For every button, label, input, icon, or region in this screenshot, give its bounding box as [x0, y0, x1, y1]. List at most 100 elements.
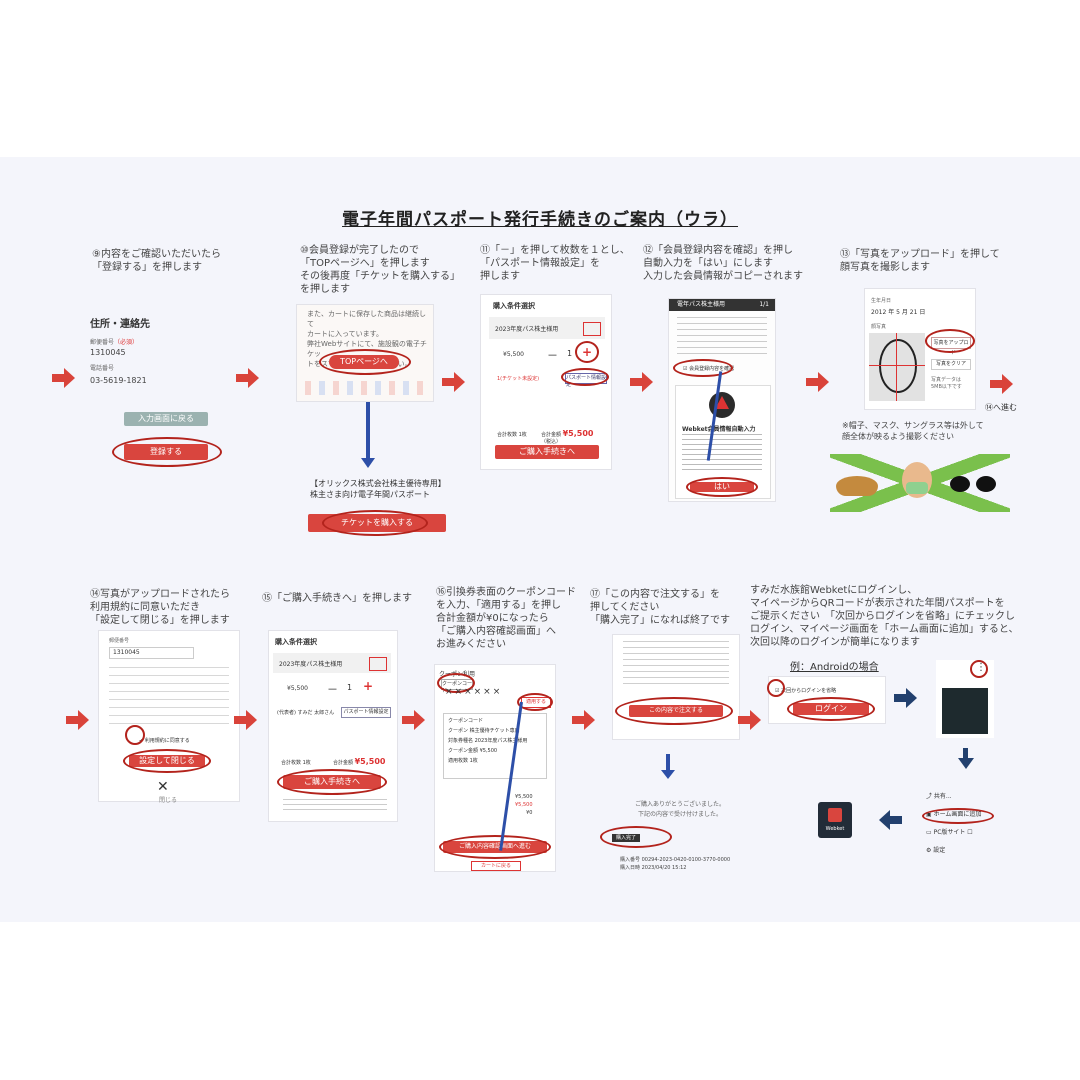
plus-button[interactable]: + [363, 679, 374, 693]
total-count-label: 合計枚数 [281, 760, 302, 766]
total-count: 1枚 [302, 760, 311, 766]
total-amount: ¥5,500 [354, 757, 386, 766]
step-9-text: ⑨内容をご確認いただいたら 「登録する」を押します [92, 249, 221, 273]
panel-15-purchase: 購入条件選択 2023年度パス株主様用 ¥5,500 － 1 + (代表者) す… [268, 630, 398, 822]
close-icon[interactable]: ✕ [157, 779, 169, 795]
page-thumbnail [942, 688, 988, 734]
face-guide [869, 333, 925, 401]
hat-icon [836, 476, 878, 496]
apply-count: 1枚 [469, 758, 478, 764]
panel-13-photo-upload: 生年月日 2012 年 5 月 21 日 顔写真 写真をアップロード 写真をクリ… [864, 288, 976, 410]
flow-line [963, 748, 968, 760]
panel-14-consent: 郵便番号 1310045 ✔ 利用規約に同意する 設定して閉じる ✕ 閉じる [98, 630, 240, 804]
back-to-input-button[interactable]: 入力画面に戻る [124, 412, 208, 426]
consent-checkbox[interactable]: ✔ 利用規約に同意する [139, 738, 190, 744]
address-section-title: 住所・連絡先 [90, 319, 150, 330]
highlight-circle [600, 826, 672, 848]
detail-tag [369, 657, 387, 671]
step-10-text: ⑩会員登録が完了したので 「TOPページへ」を押します その後再度「チケットを購… [300, 245, 460, 295]
birth-year[interactable]: 2012 [871, 309, 887, 316]
highlight-circle [970, 660, 988, 678]
android-example-label: 例：Androidの場合 [790, 662, 879, 673]
highlight-circle [319, 349, 411, 375]
coupon-amount-label: クーポン金額 [448, 748, 479, 754]
order-date-label: 購入日時 [620, 865, 641, 871]
total-count-label: 合計枚数 [497, 432, 518, 438]
next-arrow-icon [52, 368, 76, 388]
note-lines [283, 799, 387, 813]
back-to-cart-button[interactable]: カートに戻る [471, 861, 521, 871]
browser-menu: ⤴ 共有... ▣ ホーム画面に追加 ▭ PC版サイト ☐ ⚙ 設定 [922, 788, 1006, 858]
postal-field[interactable]: 1310045 [109, 647, 194, 659]
highlight-circle [112, 437, 222, 467]
proceed-button[interactable]: ご購入手続きへ [495, 445, 599, 459]
next-arrow-icon [990, 374, 1014, 394]
menu-share[interactable]: ⤴ 共有... [926, 793, 952, 800]
step-15-text: ⑮「ご購入手続きへ」を押します [262, 593, 412, 604]
highlight-circle [922, 808, 994, 824]
photo-caution: ※帽子、マスク、サングラス等は外して 顔全体が映るよう撮影ください [842, 421, 984, 441]
flow-line [366, 402, 370, 460]
coupon-amount: ¥5,500 [479, 748, 498, 754]
next-arrow-icon [402, 710, 426, 730]
next-arrow-icon [236, 368, 260, 388]
birth-month[interactable]: 5 [896, 309, 900, 316]
highlight-circle [767, 679, 785, 697]
next-arrow-icon [572, 710, 596, 730]
tax-label: （税込） [541, 439, 562, 445]
order-date: 2023/04/20 15:12 [641, 865, 687, 871]
no-hat-mask-sunglasses-illustration [830, 454, 1010, 516]
face-mask-icon [902, 462, 932, 498]
coupon-name: 株主優待チケット専用 [469, 728, 520, 734]
auto-fill-title: Webket会員情報自動入力 [682, 426, 756, 433]
item-price: ¥5,500 [503, 351, 524, 358]
highlight-circle [673, 359, 733, 377]
highlight-circle [322, 510, 428, 536]
step-16-text: ⑯引換券表面のクーポンコード を入力、「適用する」を押し 合計金額が¥0になった… [436, 587, 576, 650]
order-no: 00294-2023-0420-0100-3770-0000 [641, 857, 731, 863]
menu-settings[interactable]: ⚙ 設定 [926, 847, 946, 854]
representative-name: (代表者) すみだ 太郎さん [277, 710, 335, 716]
detail-tag [583, 322, 601, 336]
down-arrow-icon [661, 770, 675, 779]
next-arrow-icon [738, 710, 762, 730]
panel-12-member-info: 電年パス株主様用 1/1 ☑ 会員登録内容を確認 Webket会員情報自動入力 … [668, 298, 776, 502]
phone-field[interactable]: 03-5619-1821 [90, 376, 147, 385]
down-arrow-icon [958, 758, 974, 769]
panel-11-purchase-conditions: 購入条件選択 2023年度パス株主様用 ¥5,500 － 1 + 1(チケット未… [480, 294, 612, 470]
sunglasses-icon [950, 476, 998, 492]
target-label: 対象券種名 [448, 738, 474, 744]
photo-label: 顔写真 [871, 324, 887, 330]
ticket-unset-label: 1(チケット未設定) [497, 376, 540, 382]
minus-button[interactable]: － [327, 683, 338, 696]
down-arrow-icon [361, 458, 375, 468]
document-title: 電子年間パスポート発行手続きのご案内（ウラ） [342, 210, 738, 230]
step-14-text: ⑭写真がアップロードされたら 利用規約に同意いただき 「設定して閉じる」を押しま… [90, 589, 230, 626]
thanks-message: ご購入ありがとうございました。 下記の内容で受け付けました。 [634, 801, 725, 818]
highlight-circle [439, 835, 551, 859]
menu-pc-site[interactable]: ▭ PC版サイト ☐ [926, 829, 973, 836]
terms-text-lines [109, 667, 229, 727]
passport-setting-button[interactable]: パスポート情報設定 [341, 707, 391, 718]
home-screen-shortcut[interactable]: Webket [818, 802, 852, 838]
minus-button[interactable]: － [547, 349, 558, 362]
postal-field[interactable]: 1310045 [90, 348, 126, 357]
highlight-circle [575, 341, 599, 363]
product-name: 【オリックス株式会社株主優待専用】株主さま向け電子年間パスポート [310, 479, 446, 499]
target-value: 2023年度パス株主様用 [474, 738, 528, 744]
decorative-pattern [305, 381, 425, 395]
birth-day[interactable]: 21 [909, 309, 918, 316]
panel-9-register: 住所・連絡先 郵便番号（必須） 1310045 電話番号 03-5619-182… [90, 310, 250, 480]
highlight-circle [561, 368, 609, 386]
purchase-header: 購入条件選択 [493, 302, 535, 310]
step-12-text: ⑫「会員登録内容を確認」を押し 自動入力を「はい」にします 入力した会員情報がコ… [643, 245, 803, 282]
highlight-circle [787, 697, 875, 721]
next-arrow-icon [66, 710, 90, 730]
close-label: 閉じる [159, 797, 178, 804]
menu-add-home[interactable]: ▣ ホーム画面に追加 [922, 806, 1006, 824]
clear-photo-button[interactable]: 写真をクリア [931, 359, 971, 370]
dialog-body-lines [682, 434, 762, 474]
grand-total: ¥0 [526, 810, 533, 816]
webket-app-icon [828, 808, 842, 822]
item-name: 2023年度パス株主様用 [495, 326, 559, 333]
